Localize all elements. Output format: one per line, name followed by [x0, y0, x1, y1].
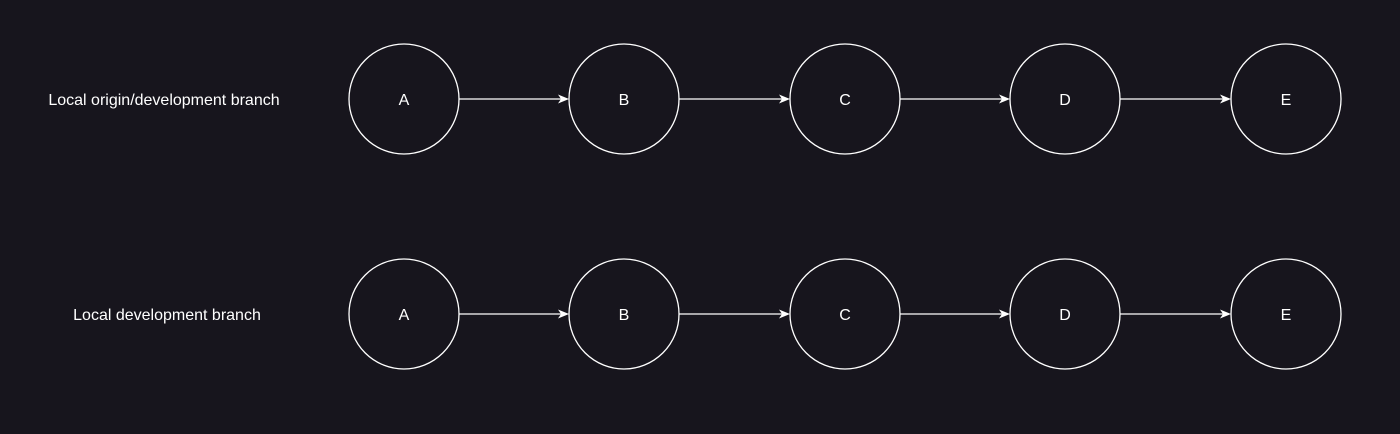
commit-label: E	[1281, 307, 1292, 324]
commit-edge-arrow	[1120, 94, 1231, 104]
arrow-head-icon	[1220, 309, 1231, 319]
arrow-head-icon	[999, 309, 1010, 319]
commit-circle	[348, 258, 460, 370]
commit-node-d: D	[1009, 258, 1121, 370]
commit-edge-arrow	[900, 309, 1010, 319]
commit-label: E	[1281, 92, 1292, 109]
commit-node-c: C	[789, 43, 901, 155]
branch-row-1: Local origin/development branch A B C D E	[48, 43, 1342, 155]
commit-edge-arrow	[459, 309, 569, 319]
commit-node-a: A	[348, 43, 460, 155]
branch-label: Local origin/development branch	[48, 92, 279, 109]
commit-node-b: B	[568, 43, 680, 155]
commit-label: A	[399, 92, 410, 109]
commit-node-b: B	[568, 258, 680, 370]
commit-node-e: E	[1230, 258, 1342, 370]
commit-circle	[348, 43, 460, 155]
commit-edge-arrow	[1120, 309, 1231, 319]
commit-circle	[568, 258, 680, 370]
commit-label: B	[619, 307, 630, 324]
commit-circle	[1230, 258, 1342, 370]
commit-circle	[568, 43, 680, 155]
branch-row-2: Local development branch A B C D E	[73, 258, 1342, 370]
arrow-head-icon	[999, 94, 1010, 104]
commit-node-d: D	[1009, 43, 1121, 155]
commit-node-e: E	[1230, 43, 1342, 155]
commit-circle	[789, 43, 901, 155]
branch-label: Local development branch	[73, 307, 261, 324]
commit-circle	[789, 258, 901, 370]
commit-edge-arrow	[459, 94, 569, 104]
commit-edge-arrow	[679, 309, 790, 319]
commit-label: D	[1059, 92, 1071, 109]
commit-label: C	[839, 92, 851, 109]
commit-circle	[1009, 43, 1121, 155]
arrow-head-icon	[558, 309, 569, 319]
commit-circle	[1230, 43, 1342, 155]
arrow-head-icon	[779, 94, 790, 104]
commit-node-a: A	[348, 258, 460, 370]
commit-label: C	[839, 307, 851, 324]
commit-label: B	[619, 92, 630, 109]
commit-node-c: C	[789, 258, 901, 370]
commit-label: D	[1059, 307, 1071, 324]
commit-edge-arrow	[679, 94, 790, 104]
commit-edge-arrow	[900, 94, 1010, 104]
commit-label: A	[399, 307, 410, 324]
commit-circle	[1009, 258, 1121, 370]
arrow-head-icon	[558, 94, 569, 104]
arrow-head-icon	[779, 309, 790, 319]
arrow-head-icon	[1220, 94, 1231, 104]
